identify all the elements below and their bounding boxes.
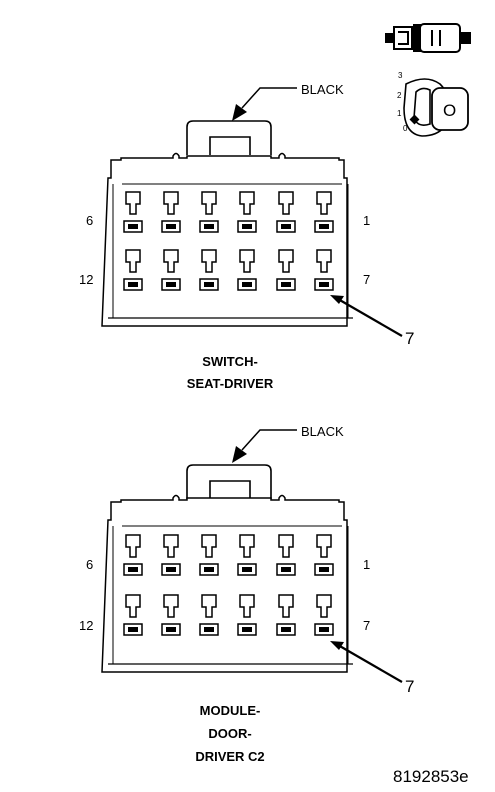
terminal-cavity <box>199 594 219 636</box>
leader-arrowhead <box>232 104 247 121</box>
pin-label-7: 7 <box>363 272 370 287</box>
connector-module-door-driver-c2: BLACK 6 1 12 7 7 MODULE- DOOR- DRIVER C2 <box>79 424 414 764</box>
pin-label-1: 1 <box>363 213 370 228</box>
connector-name-line-3: DRIVER C2 <box>195 749 264 764</box>
callout-pin-number: 7 <box>405 677 414 696</box>
terminal-cavity <box>314 249 334 291</box>
connector-color-label: BLACK <box>301 82 344 97</box>
terminal-cavity <box>199 249 219 291</box>
connector-name-line-1: SWITCH- <box>202 354 258 369</box>
terminal-cavity <box>276 191 296 233</box>
terminal-cavity <box>199 534 219 576</box>
ignition-key-icon: 3 2 1 0 O <box>397 71 469 137</box>
leader-arrowhead <box>232 446 247 463</box>
connector-name-line-2: SEAT-DRIVER <box>187 376 274 391</box>
terminal-cavity <box>123 534 143 576</box>
connector-plug-icon <box>385 23 471 53</box>
figure-id: 8192853e <box>393 767 469 786</box>
terminal-cavity <box>276 594 296 636</box>
terminal-cavity <box>123 191 143 233</box>
terminal-cavity <box>237 249 257 291</box>
terminal-cavity <box>123 249 143 291</box>
terminal-cavity <box>161 534 181 576</box>
terminal-cavity <box>237 191 257 233</box>
terminal-cavities <box>123 191 334 291</box>
terminal-cavity <box>123 594 143 636</box>
connector-name-line-2: DOOR- <box>208 726 251 741</box>
key-letter: O <box>443 101 456 120</box>
pin-label-6: 6 <box>86 213 93 228</box>
pin-label-12: 12 <box>79 618 93 633</box>
terminal-cavity <box>161 594 181 636</box>
terminal-cavity <box>276 249 296 291</box>
terminal-cavity <box>314 191 334 233</box>
terminal-cavity <box>314 534 334 576</box>
key-position-0: 0 <box>403 124 408 133</box>
terminal-cavity <box>314 594 334 636</box>
key-position-2: 2 <box>397 91 402 100</box>
pin-label-7: 7 <box>363 618 370 633</box>
connector-name-line-1: MODULE- <box>200 703 261 718</box>
terminal-cavity <box>161 249 181 291</box>
terminal-cavity <box>237 534 257 576</box>
callout-pin-number: 7 <box>405 329 414 348</box>
key-position-1: 1 <box>397 109 402 118</box>
terminal-cavity <box>161 191 181 233</box>
terminal-cavities <box>123 534 334 636</box>
pin-label-12: 12 <box>79 272 93 287</box>
key-position-3: 3 <box>398 71 403 80</box>
terminal-cavity <box>276 534 296 576</box>
pin-label-6: 6 <box>86 557 93 572</box>
terminal-cavity <box>199 191 219 233</box>
terminal-cavity <box>237 594 257 636</box>
connector-color-label: BLACK <box>301 424 344 439</box>
connector-switch-seat-driver: BLACK 6 1 12 7 7 SWITCH- SEAT-DRIVER <box>79 82 414 391</box>
pin-label-1: 1 <box>363 557 370 572</box>
